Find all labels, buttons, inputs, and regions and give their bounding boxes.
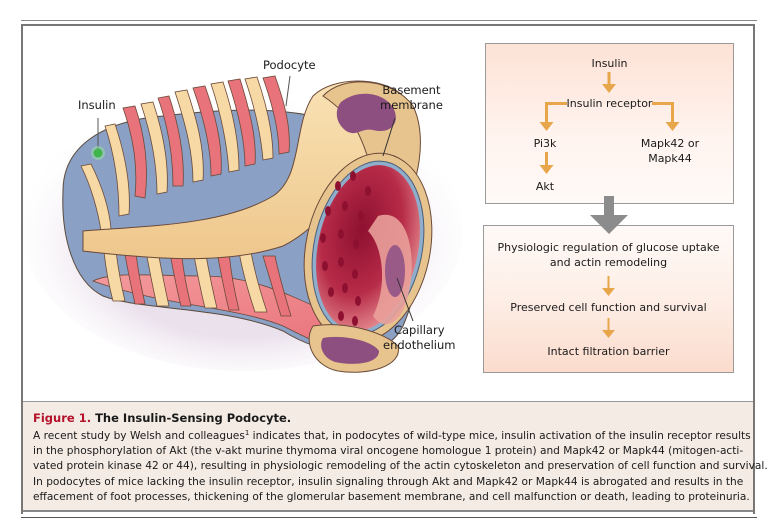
fc-pi3k: Pi3k [533,137,557,150]
label-basement-membrane-line2: membrane [380,98,443,112]
foot-processes-bottom [102,240,292,317]
insulin-molecule-icon [93,148,103,158]
citation-superscript: 1 [244,429,250,437]
podocyte-pointer-line [285,75,291,107]
flowchart-outcome-box [483,225,734,373]
fenestrae [320,171,371,326]
label-capillary-endothelium: Capillary endothelium [383,323,455,353]
top-rule [21,20,757,21]
caption-line: vated protein kinase 42 or 44), resultin… [33,460,768,473]
fc-regulation-line1: Physiologic regulation of glucose uptake [497,241,720,254]
fc-regulation: Physiologic regulation of glucose uptake… [483,240,734,270]
caption-line: effacement of foot processes, thickening… [33,490,750,503]
label-podocyte: Podocyte [263,58,316,72]
caption-line: A recent study by Welsh and colleagues1 … [33,429,751,444]
fc-mapk-line2: Mapk44 [648,152,692,165]
caption-line-1b: indicates that, in podocytes of wild-typ… [249,430,751,442]
endothelium-nucleus [385,245,405,297]
caption-line: In podocytes of mice lacking the insulin… [33,475,744,488]
nucleus-top [336,93,396,134]
label-insulin: Insulin [78,98,116,112]
bottom-rule [21,517,757,518]
fc-preserved: Preserved cell function and survival [510,301,707,314]
nucleus-bottom [321,336,379,364]
flowchart-signaling-box [485,43,734,204]
fc-mapk: Mapk42 or Mapk44 [630,136,710,166]
caption-line: in the phosphorylation of Akt (the v-akt… [33,445,744,458]
caption-heading: Figure 1. The Insulin-Sensing Podocyte. [33,410,743,426]
label-capillary-endothelium-line1: Capillary [393,323,445,337]
figure-caption: Figure 1. The Insulin-Sensing Podocyte. … [23,401,768,512]
capillary-endothelium-pointer-line [396,277,414,322]
foot-processes [80,75,290,232]
label-basement-membrane: Basement membrane [380,83,443,113]
label-basement-membrane-line1: Basement [382,83,441,97]
label-capillary-endothelium-line2: endothelium [383,338,456,352]
fc-regulation-line2: and actin remodeling [549,256,668,269]
podocyte-illustration [23,75,463,373]
fc-insulin: Insulin [591,57,628,70]
caption-line-1a: A recent study by Welsh and colleagues [33,430,245,442]
fc-insulin-receptor: Insulin receptor [566,97,653,110]
fc-akt: Akt [535,180,555,193]
fc-mapk-line1: Mapk42 or [640,137,700,150]
basement-membrane-pointer-line [382,117,396,157]
caption-body: A recent study by Welsh and colleagues1 … [33,429,768,505]
fc-barrier: Intact filtration barrier [547,345,670,358]
caption-figure-number: Figure 1. [33,411,92,425]
caption-title: The Insulin-Sensing Podocyte. [95,411,292,425]
